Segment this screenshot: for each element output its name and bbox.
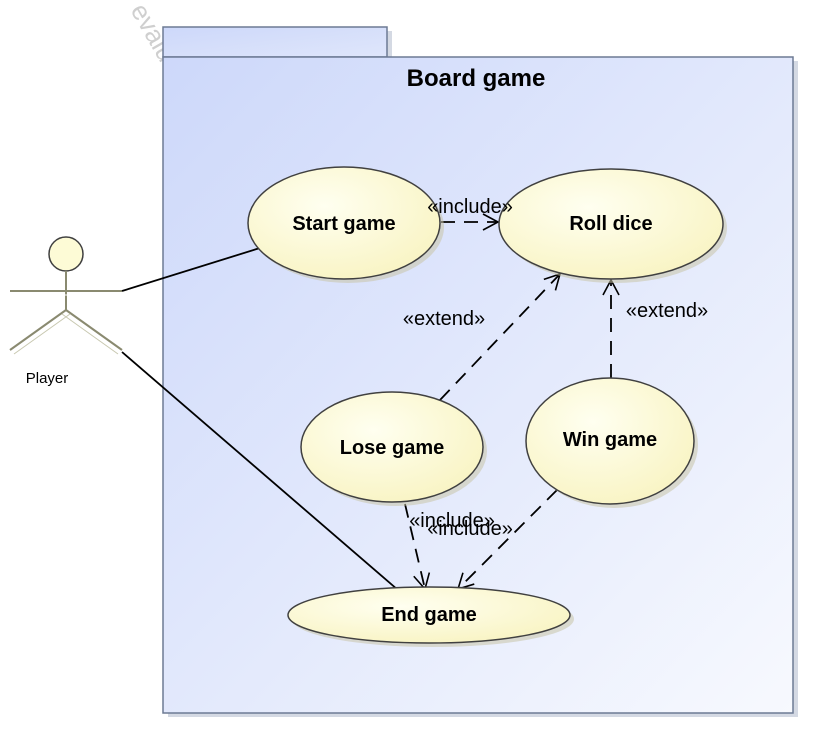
stereotype-lose-roll: «extend» — [403, 308, 485, 330]
actor-head — [48, 236, 84, 272]
association-player-start — [121, 247, 261, 292]
dependency-lose-roll — [439, 272, 562, 401]
usecase-end-label: End game — [381, 604, 477, 626]
association-player-end — [121, 351, 399, 591]
actor-body — [9, 271, 123, 355]
usecase-lose-label: Lose game — [340, 437, 444, 459]
dependencies — [404, 213, 620, 591]
usecase-win-game[interactable]: Win game — [525, 377, 698, 508]
usecase-roll-dice[interactable]: Roll dice — [498, 168, 727, 283]
stereotype-lose-end: «include» — [409, 510, 495, 532]
actor-player[interactable]: Player — [9, 236, 123, 387]
stereotype-start-roll: «include» — [427, 196, 513, 218]
dependency-lose-end — [404, 503, 431, 591]
actor-label: Player — [26, 370, 69, 387]
package-board-game[interactable]: Board game — [162, 26, 798, 717]
usecase-lose-game[interactable]: Lose game — [300, 391, 487, 506]
associations — [121, 247, 399, 591]
usecase-start-label: Start game — [292, 213, 395, 235]
usecase-win-label: Win game — [563, 429, 657, 451]
usecase-end-game[interactable]: End game — [287, 586, 574, 647]
dependency-win-end — [456, 489, 558, 591]
package-tab — [162, 26, 388, 58]
usecase-start-game[interactable]: Start game — [247, 166, 444, 283]
usecase-roll-label: Roll dice — [569, 213, 652, 235]
stereotype-win-roll: «extend» — [626, 300, 708, 322]
stereotype-win-end: «include» — [427, 518, 513, 540]
package-title: Board game — [407, 65, 546, 92]
